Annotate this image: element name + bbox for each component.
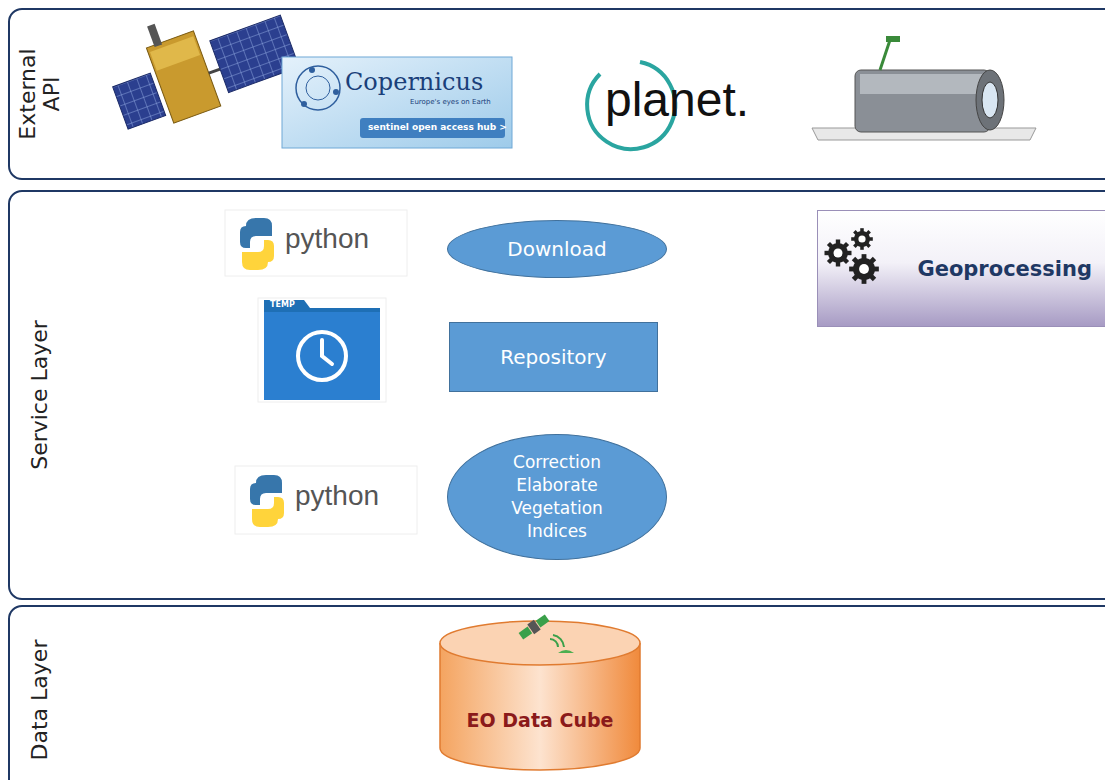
copernicus-logo — [282, 57, 512, 148]
cubesat-illustration — [812, 36, 1036, 140]
node-label: Correction Elaborate Vegetation Indices — [497, 451, 617, 543]
process-ellipse: Correction Elaborate Vegetation Indices — [447, 434, 667, 560]
temp-folder-icon — [258, 298, 386, 402]
node-label: Geoprocessing — [917, 257, 1092, 281]
python-logo — [225, 210, 417, 534]
geoprocessing-box: Geoprocessing — [817, 210, 1105, 327]
node-label: Download — [507, 237, 606, 261]
folder-tab-text: TEMP — [270, 300, 295, 309]
node-label: EO Data Cube — [467, 709, 614, 731]
satellite-illustration — [97, 0, 302, 139]
layer-band: Service Layer DownloadRepositoryCorrectio… — [8, 190, 1105, 600]
data-cube-cylinder: EO Data Cube — [438, 613, 642, 773]
process-ellipse: Download — [447, 220, 667, 278]
cylinder-shape — [438, 613, 642, 773]
layer-band: External API — [8, 8, 1105, 180]
node-label: Repository — [500, 345, 606, 369]
logo-text: planet. — [605, 72, 749, 127]
logo-text: Copernicus — [345, 68, 483, 96]
logo-tagline: Europe's eyes on Earth — [410, 98, 491, 106]
process-box: Repository — [449, 322, 658, 392]
logo-text: python — [295, 480, 379, 512]
layer-title: Data Layer — [28, 625, 52, 775]
logo-button-text: sentinel open access hub > — [368, 122, 507, 132]
layer-title: External API — [16, 39, 64, 149]
layer-title: Service Layer — [28, 320, 52, 470]
gears-icon — [822, 225, 882, 285]
logo-text: python — [285, 223, 369, 255]
layer-band: Data Layer EO Data Cube — [8, 605, 1105, 780]
